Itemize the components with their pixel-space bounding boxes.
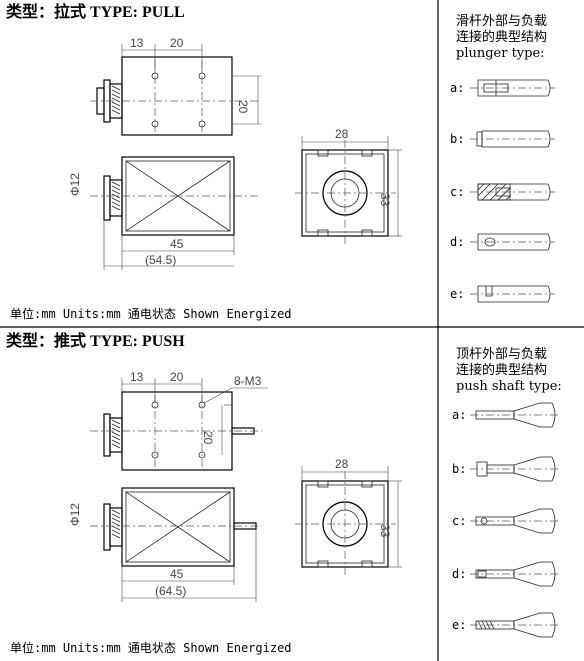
push-label-e: e: <box>452 618 466 632</box>
push-title: 类型：推式 TYPE: PUSH <box>6 331 185 350</box>
push-shaft-e <box>470 612 560 638</box>
push-label-d: d: <box>452 567 466 581</box>
pull-side-line2: 连接的典型结构 <box>456 29 547 45</box>
pull-label-e: e: <box>450 287 464 301</box>
push-label-c: c: <box>452 514 466 528</box>
pull-label-c: c: <box>450 185 464 199</box>
pull-units-note: 单位:mm Units:mm 通电状态 Shown Energized <box>10 306 292 321</box>
pull-plunger-b <box>470 130 555 148</box>
push-shaft-d <box>470 561 560 587</box>
pull-front-view <box>90 156 260 270</box>
pull-label-d: d: <box>450 235 464 249</box>
pull-label-b: b: <box>450 132 464 146</box>
push-label-b: b: <box>452 462 466 476</box>
push-dim-dia: Φ12 <box>68 503 82 526</box>
push-dim-28: 28 <box>335 457 349 471</box>
push-shaft-c <box>470 508 560 534</box>
pull-dim-dia: Φ12 <box>68 173 82 196</box>
pull-dim-45: 45 <box>170 237 184 251</box>
pull-title: 类型：拉式 TYPE: PULL <box>6 2 185 21</box>
pull-end-view <box>295 136 402 245</box>
pull-top-view <box>90 44 262 136</box>
push-units-note: 单位:mm Units:mm 通电状态 Shown Energized <box>10 640 292 655</box>
pull-dim-20: 20 <box>170 36 184 50</box>
push-dim-64-5: (64.5) <box>155 584 186 598</box>
push-dim-13: 13 <box>130 370 144 384</box>
push-side-line3: push shaft type: <box>456 379 562 394</box>
push-dim-33: 33 <box>378 524 392 538</box>
push-shaft-a <box>470 402 560 428</box>
pull-label-a: a: <box>450 81 464 95</box>
push-dim-20: 20 <box>170 370 184 384</box>
push-top-view <box>90 378 268 471</box>
push-dim-20-vertical: 20 <box>201 431 215 445</box>
pull-dim-54-5: (54.5) <box>145 253 176 267</box>
pull-dim-13: 13 <box>130 36 144 50</box>
pull-side-line3: plunger type: <box>456 46 545 61</box>
pull-dim-33: 33 <box>378 193 392 207</box>
pull-plunger-a <box>470 79 555 97</box>
push-side-line2: 连接的典型结构 <box>456 362 547 378</box>
pull-plunger-e <box>470 285 555 303</box>
push-label-a: a: <box>452 408 466 422</box>
pull-plunger-c <box>470 183 555 201</box>
pull-side-line1: 滑杆外部与负载 <box>456 14 547 29</box>
push-end-view <box>295 466 402 576</box>
pull-dim-20-vertical: 20 <box>236 100 250 114</box>
push-dim-45: 45 <box>170 567 184 581</box>
push-front-view <box>90 487 262 602</box>
pull-plunger-d <box>470 233 555 251</box>
push-side-line1: 顶杆外部与负载 <box>456 347 547 362</box>
push-shaft-b <box>470 456 560 482</box>
pull-dim-28: 28 <box>335 127 349 141</box>
push-dim-8m3: 8-M3 <box>234 374 262 388</box>
